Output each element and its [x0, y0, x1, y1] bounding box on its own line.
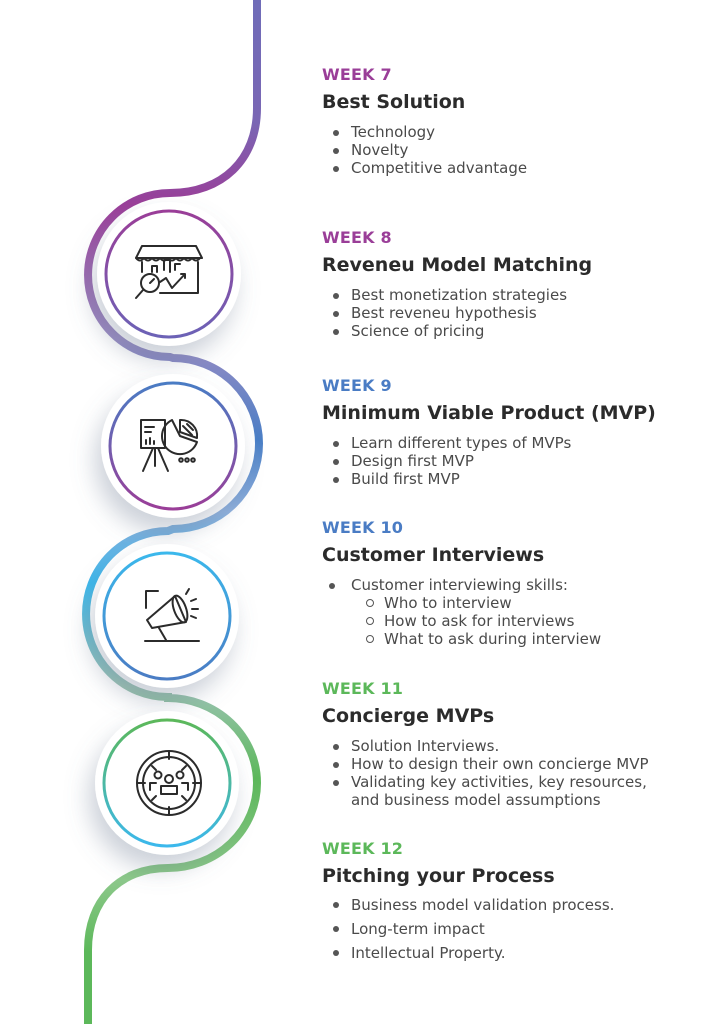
subtopic-item: How to ask for interviews — [351, 612, 712, 630]
week-label: WEEK 11 — [322, 679, 404, 698]
week-label: WEEK 7 — [322, 65, 392, 84]
topic-item: Solution Interviews. — [322, 737, 712, 755]
week-title: Minimum Viable Product (MVP) — [322, 402, 656, 424]
milestone-circle-1 — [97, 202, 241, 346]
topic-text: Novelty — [351, 141, 409, 159]
topic-text: Learn different types of MVPs — [351, 434, 572, 452]
topic-item: Science of pricing — [322, 322, 712, 340]
bullet-icon — [333, 780, 339, 786]
topic-text: Intellectual Property. — [351, 944, 506, 962]
topic-item: Technology — [322, 123, 712, 141]
topic-item: Business model validation process. — [322, 893, 712, 917]
topic-item: Build first MVP — [322, 470, 712, 488]
week-title: Best Solution — [322, 91, 466, 113]
topic-text: Science of pricing — [351, 322, 485, 340]
topic-text: Technology — [351, 123, 436, 141]
milestone-circle-4 — [95, 711, 239, 855]
week-label: WEEK 9 — [322, 376, 392, 395]
timeline-path — [82, 0, 263, 1024]
topic-text: Best monetization strategies — [351, 286, 568, 304]
week-title: Reveneu Model Matching — [322, 254, 593, 276]
topic-list: Solution Interviews.How to design their … — [322, 737, 712, 809]
topic-text: Best reveneu hypothesis — [351, 304, 537, 322]
subtopic-item: What to ask during interview — [351, 630, 712, 648]
bullet-icon — [333, 762, 339, 768]
topic-text: Design first MVP — [351, 452, 474, 470]
week-title: Pitching your Process — [322, 865, 555, 887]
topic-text: Business model validation process. — [351, 896, 615, 914]
topic-text: Competitive advantage — [351, 159, 528, 177]
topic-item: Best monetization strategies — [322, 286, 712, 304]
topic-item: and business model assumptions — [322, 791, 712, 809]
bullet-icon — [333, 130, 339, 136]
topic-list: Business model validation process. Long-t… — [322, 893, 712, 965]
topic-item: Best reveneu hypothesis — [322, 304, 712, 322]
week-label: WEEK 10 — [322, 518, 404, 537]
bullet-icon — [329, 583, 335, 589]
bullet-icon — [333, 166, 339, 172]
bullet-icon — [333, 477, 339, 483]
bullet-icon — [333, 311, 339, 317]
topic-item: Novelty — [322, 141, 712, 159]
topic-item: Long-term impact — [322, 917, 712, 941]
week-label: WEEK 8 — [322, 228, 392, 247]
presentation-chart-icon — [140, 418, 199, 472]
bullet-icon — [333, 926, 339, 932]
week-label: WEEK 12 — [322, 839, 404, 858]
subtopic-text: What to ask during interview — [384, 630, 602, 648]
hollow-bullet-icon — [366, 617, 374, 625]
subtopic-text: Who to interview — [384, 594, 512, 612]
week-title: Concierge MVPs — [322, 705, 495, 727]
topic-item: Learn different types of MVPs — [322, 434, 712, 452]
topic-item: Intellectual Property. — [322, 941, 712, 965]
market-analysis-icon — [135, 245, 203, 299]
milestone-circle-3 — [95, 544, 239, 688]
topic-item: How to design their own concierge MVP — [322, 755, 712, 773]
topic-text: How to design their own concierge MVP — [351, 755, 649, 773]
bullet-icon — [333, 441, 339, 447]
topic-item: Competitive advantage — [322, 159, 712, 177]
bullet-icon — [333, 902, 339, 908]
subtopic-text: How to ask for interviews — [384, 612, 575, 630]
week-section: WEEK 9 Minimum Viable Product (MVP) Learn … — [322, 376, 712, 488]
target-audience-icon — [136, 750, 202, 816]
topic-item: Validating key activities, key resources… — [322, 773, 712, 791]
topic-text: and business model assumptions — [351, 791, 601, 809]
hollow-bullet-icon — [366, 599, 374, 607]
topic-item: Design first MVP — [322, 452, 712, 470]
topic-text: Solution Interviews. — [351, 737, 500, 755]
milestone-circle-2 — [101, 374, 245, 518]
topic-list: Customer interviewing skills:Who to inte… — [322, 576, 712, 648]
topic-text: Validating key activities, key resources… — [351, 773, 647, 791]
topic-item: Customer interviewing skills:Who to inte… — [318, 576, 712, 648]
bullet-icon — [333, 293, 339, 299]
topic-text: Long-term impact — [351, 920, 485, 938]
megaphone-icon — [144, 588, 200, 642]
bullet-icon — [333, 329, 339, 335]
subtopic-item: Who to interview — [351, 594, 712, 612]
bullet-icon — [333, 744, 339, 750]
topic-text: Build first MVP — [351, 470, 460, 488]
week-title: Customer Interviews — [322, 544, 545, 566]
bullet-icon — [333, 459, 339, 465]
bullet-icon — [333, 950, 339, 956]
hollow-bullet-icon — [366, 635, 374, 643]
topic-text: Customer interviewing skills: — [351, 576, 568, 594]
bullet-icon — [333, 148, 339, 154]
